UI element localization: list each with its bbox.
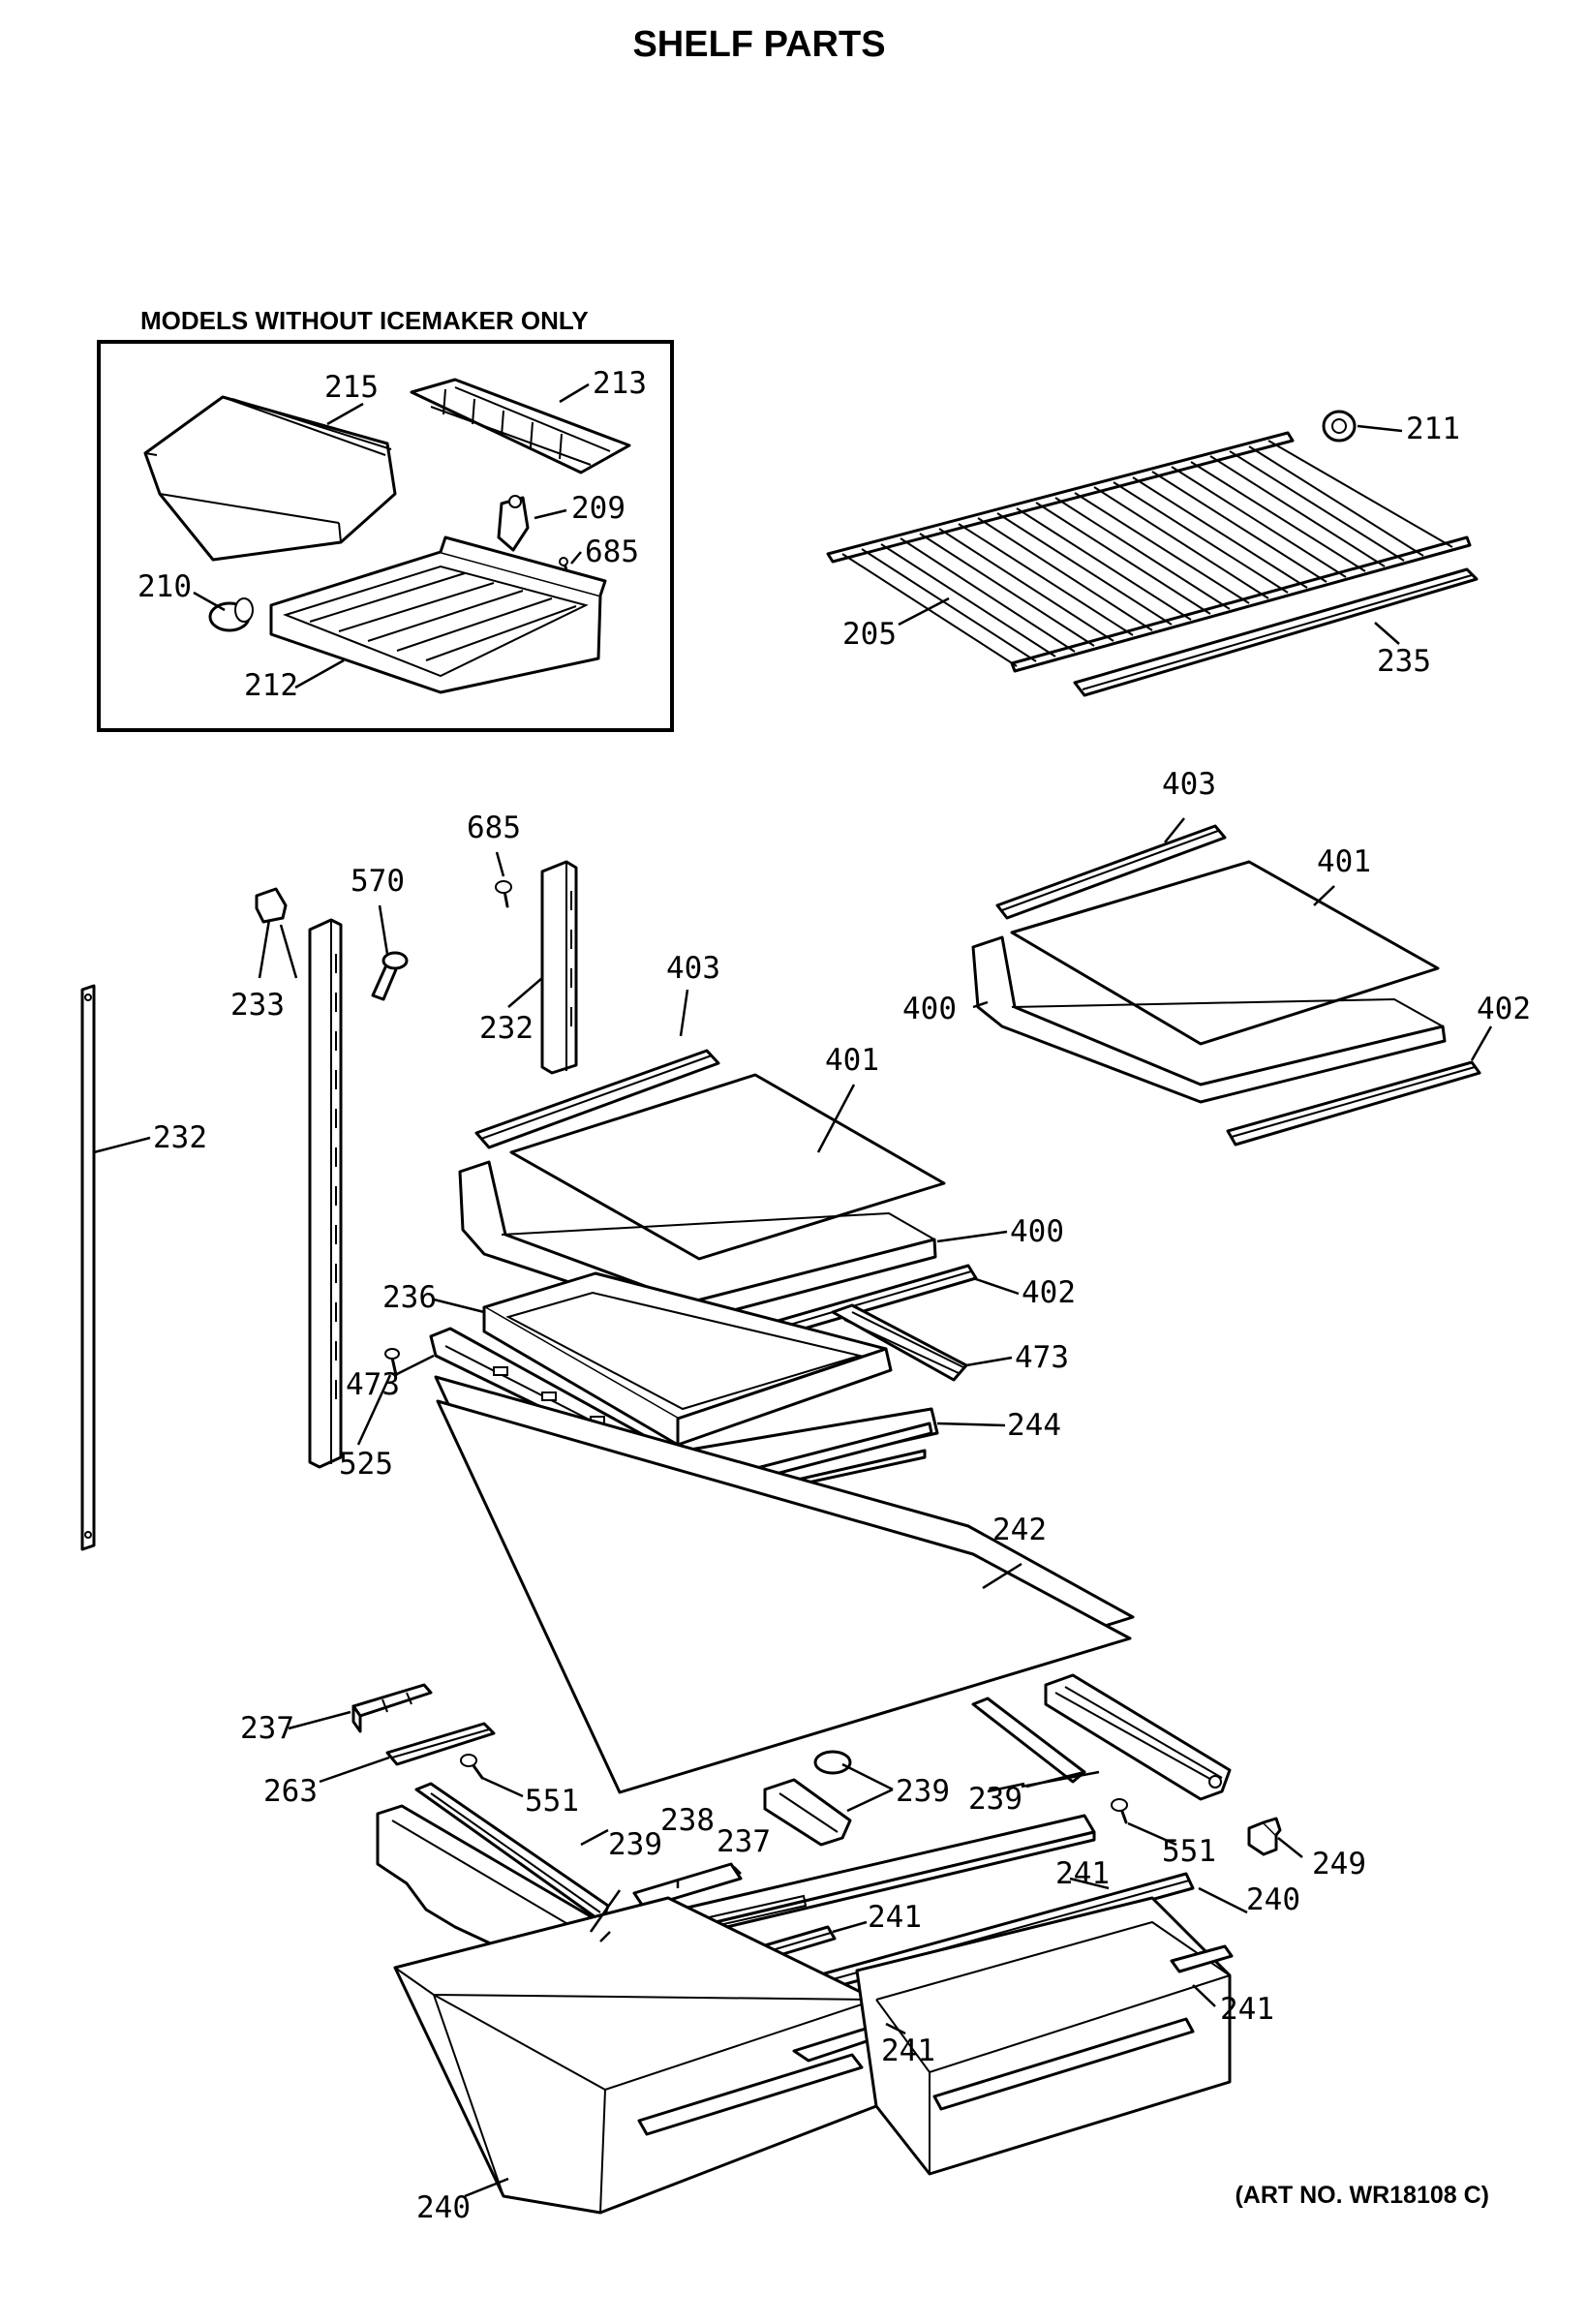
part-240-drawer-left <box>393 1896 898 2215</box>
art-number: (ART NO. WR18108 C) <box>1235 2182 1489 2209</box>
callout-237-center: 237 <box>717 1824 771 1859</box>
callout-215: 215 <box>324 370 379 405</box>
callout-400-right: 400 <box>902 992 957 1026</box>
callout-235: 235 <box>1377 644 1431 679</box>
callout-241-center: 241 <box>868 1900 922 1935</box>
page-title: SHELF PARTS <box>632 24 885 65</box>
callout-240-right: 240 <box>1246 1882 1300 1917</box>
callout-244: 244 <box>1007 1408 1061 1443</box>
callout-402-mid: 402 <box>1022 1275 1076 1310</box>
callout-232-left: 232 <box>153 1120 207 1155</box>
callout-685: 685 <box>467 810 521 845</box>
callout-labels: 215 213 209 685 210 212 211 205 235 685 … <box>137 366 1531 2225</box>
callout-236: 236 <box>382 1280 437 1315</box>
callout-239-left: 239 <box>608 1827 662 1862</box>
callout-685-inset: 685 <box>585 535 639 569</box>
callout-240-left: 240 <box>416 2190 471 2225</box>
part-232-rail-right <box>540 860 578 1075</box>
part-211-grommet <box>1322 410 1357 443</box>
callout-570: 570 <box>351 864 405 899</box>
callout-403-mid: 403 <box>666 951 720 986</box>
part-233-clip <box>255 887 288 924</box>
callout-205: 205 <box>842 617 897 652</box>
callout-551-left: 551 <box>525 1784 579 1819</box>
callout-213: 213 <box>593 366 647 401</box>
callout-473-right: 473 <box>1015 1340 1069 1375</box>
part-403-shelf-trim-mid <box>474 1049 720 1149</box>
callout-525: 525 <box>339 1447 393 1482</box>
part-237-center-bar <box>623 1814 1096 1950</box>
callout-400-mid: 400 <box>1010 1214 1064 1249</box>
part-551-screw-left <box>460 1754 484 1780</box>
callout-551-right: 551 <box>1162 1834 1216 1869</box>
callout-238: 238 <box>660 1803 715 1838</box>
part-209-bracket <box>497 495 530 552</box>
part-402-front-trim-right <box>1226 1060 1481 1147</box>
callout-401-mid: 401 <box>825 1043 879 1078</box>
part-400-frame-right <box>971 935 1447 1104</box>
part-236-drawer-cover <box>482 1271 893 1447</box>
callout-233: 233 <box>230 988 285 1023</box>
callout-242: 242 <box>992 1513 1047 1547</box>
part-212-tray-rack <box>269 535 607 694</box>
callout-241-right: 241 <box>1220 1992 1274 2027</box>
part-401-glass-right <box>1010 860 1440 1046</box>
callout-401-right: 401 <box>1317 844 1371 879</box>
part-525-screw <box>384 1348 400 1377</box>
callout-241-upper-right: 241 <box>1055 1856 1110 1891</box>
leader-lines <box>93 382 1493 2198</box>
callout-249: 249 <box>1312 1847 1366 1881</box>
part-205-wire-shelf <box>826 431 1472 673</box>
part-210-knob <box>208 597 254 632</box>
callout-232-right: 232 <box>479 1011 534 1046</box>
part-249-clip <box>1247 1817 1282 1856</box>
part-235-shelf-trim <box>1073 567 1479 697</box>
part-215-ice-bucket <box>143 395 397 562</box>
part-401-glass-mid <box>509 1073 946 1261</box>
part-685-screw <box>495 880 512 908</box>
inset-title: MODELS WITHOUT ICEMAKER ONLY <box>140 306 589 335</box>
part-232-rail-left <box>80 984 96 1551</box>
callout-403-right: 403 <box>1162 767 1216 802</box>
inset-frame <box>97 340 674 732</box>
callout-210: 210 <box>137 569 192 604</box>
callout-239-center: 239 <box>896 1774 950 1809</box>
part-bracket-right <box>971 1673 1232 1801</box>
callout-241-lower: 241 <box>881 2034 935 2068</box>
callout-263: 263 <box>263 1774 318 1809</box>
callout-473-left: 473 <box>346 1367 400 1402</box>
callout-402-right: 402 <box>1477 992 1531 1026</box>
glass-shelf-lower <box>436 1399 1132 1794</box>
callout-237-left: 237 <box>240 1711 294 1746</box>
part-403-shelf-trim-right <box>995 824 1227 920</box>
part-239-roller-center <box>763 1750 852 1847</box>
callout-212: 212 <box>244 668 298 703</box>
callout-239-right: 239 <box>968 1782 1022 1817</box>
callout-211: 211 <box>1406 412 1460 446</box>
part-237-bracket-left <box>351 1683 433 1733</box>
part-570-screw <box>371 951 409 1001</box>
part-213-ice-tray <box>410 378 631 474</box>
part-240-drawer-right <box>855 1896 1234 2176</box>
callout-209: 209 <box>571 491 626 526</box>
part-238-strip <box>632 1862 743 1910</box>
part-551-screw-right <box>1111 1798 1128 1824</box>
part-263-trim <box>385 1722 496 1766</box>
part-rail-slotted <box>308 918 343 1469</box>
